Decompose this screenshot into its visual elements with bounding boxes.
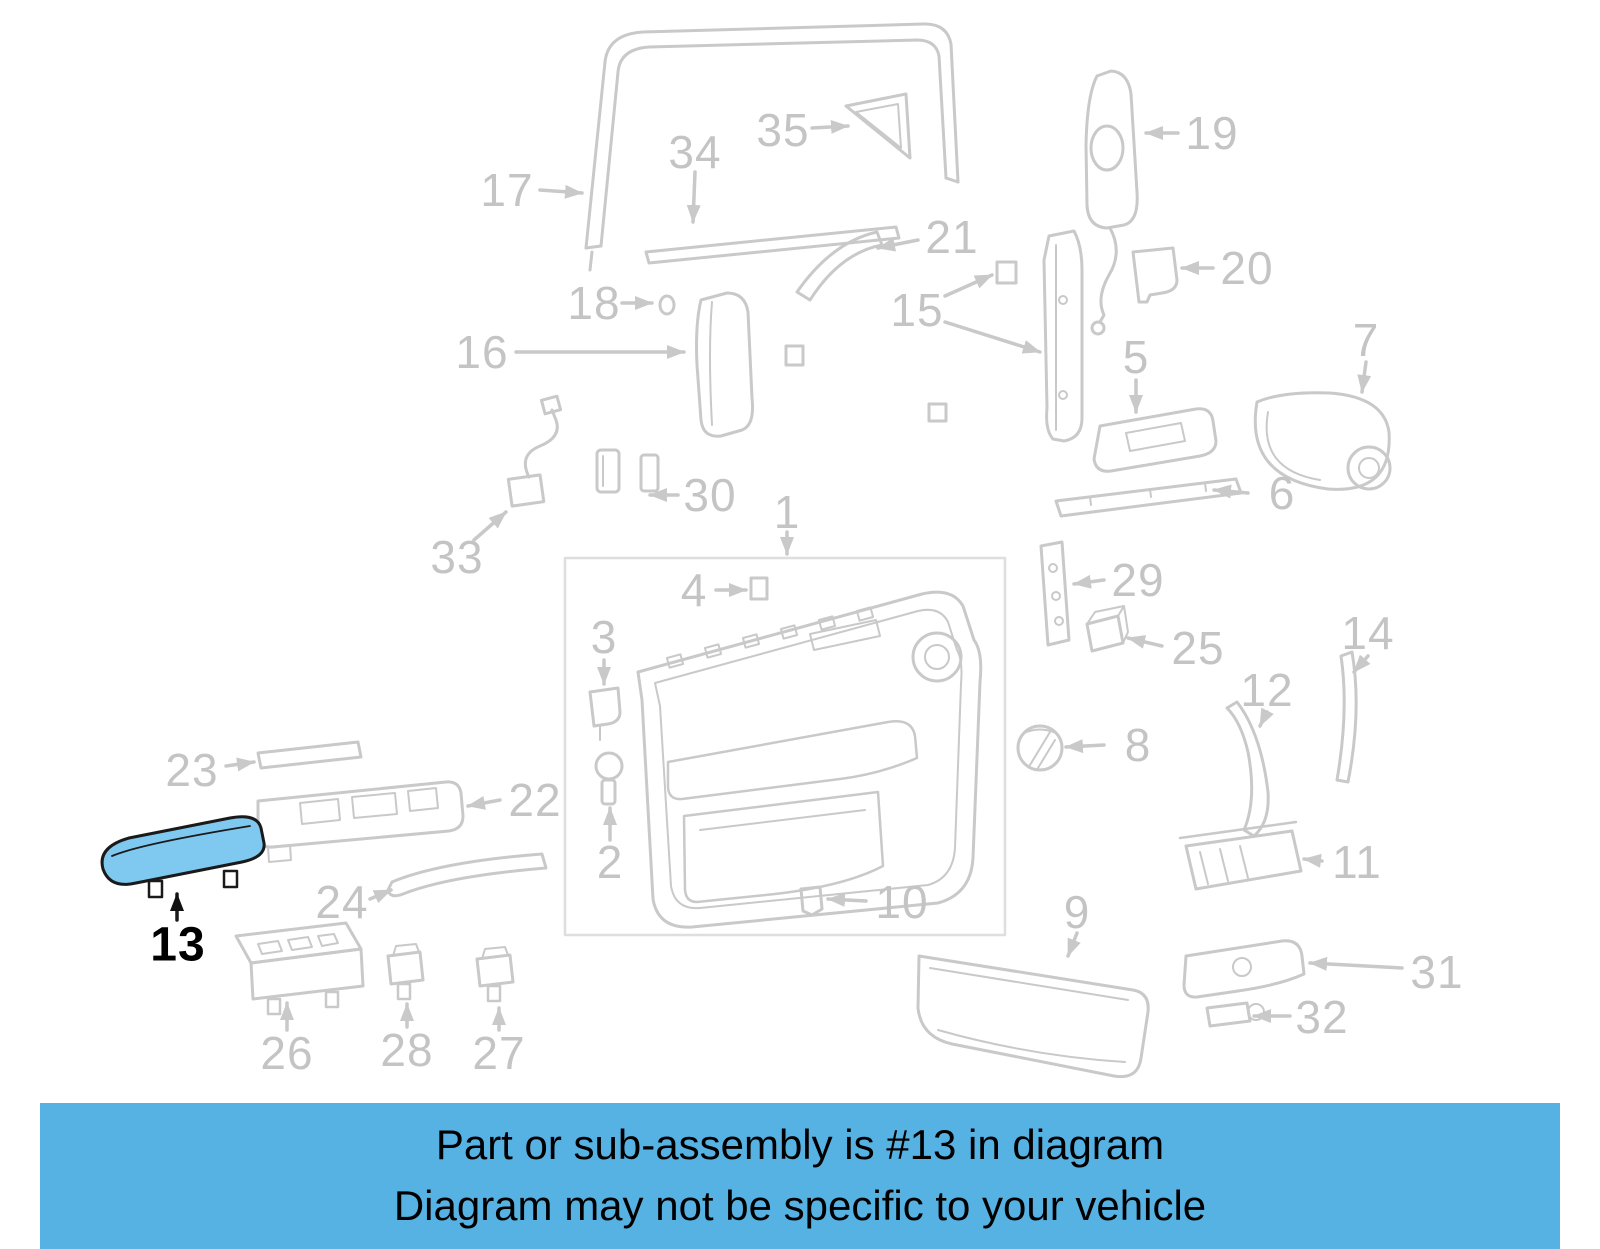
leader-arrows	[224, 119, 1404, 1032]
highlighted-part-13	[100, 815, 266, 922]
parts-outlines	[234, 22, 1392, 1079]
banner-line-2: Diagram may not be specific to your vehi…	[393, 1182, 1207, 1229]
banner-line-1: Part or sub-assembly is #13 in diagram	[435, 1121, 1165, 1169]
info-banner: Part or sub-assembly is #13 in diagram D…	[40, 1103, 1560, 1249]
